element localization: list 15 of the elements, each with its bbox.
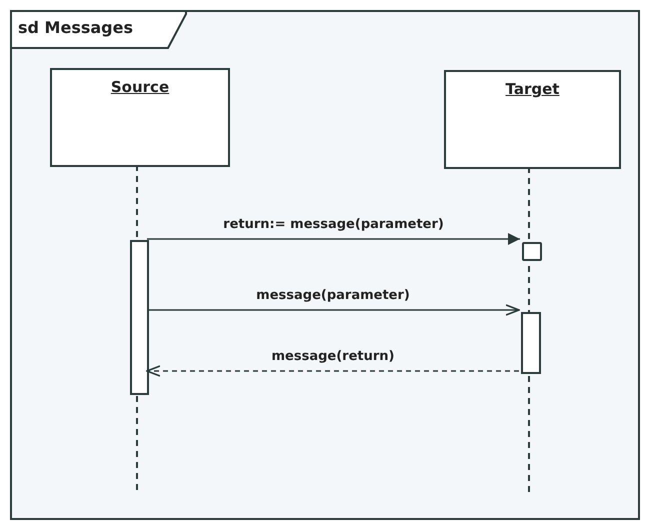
lifeline-head xyxy=(50,68,230,167)
edge-label: return:= message(parameter) xyxy=(221,217,446,232)
message-arrow xyxy=(147,233,520,245)
edge-label: message(return) xyxy=(270,349,396,364)
activation-box xyxy=(522,242,542,261)
lifeline-head xyxy=(444,70,621,169)
message-arrow xyxy=(146,365,519,377)
lifeline-name: Source xyxy=(110,78,170,96)
edge-label: message(parameter) xyxy=(254,288,412,303)
frame xyxy=(10,10,640,520)
message-arrow xyxy=(147,304,520,316)
frame-title: sd Messages xyxy=(18,18,133,37)
lifeline-name: Target xyxy=(506,80,560,98)
activation-bar xyxy=(521,312,541,374)
activation-bar xyxy=(130,240,149,395)
